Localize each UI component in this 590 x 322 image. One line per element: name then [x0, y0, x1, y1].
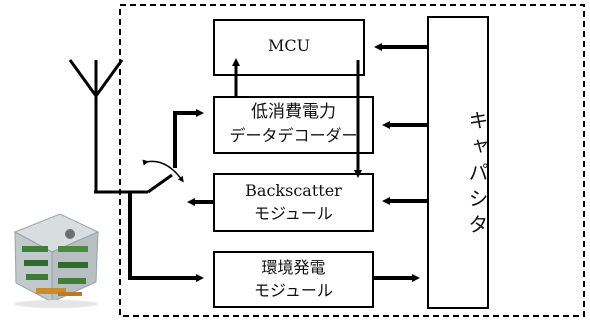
decoder-block — [213, 96, 374, 154]
sensor-cube-photo — [13, 213, 100, 308]
mcu-label: MCU — [267, 36, 311, 55]
switch-to-decoder-path — [173, 109, 204, 168]
capacitor-label: キャパシタ — [465, 110, 489, 240]
capacitor-block — [427, 16, 489, 309]
rf-switch-icon — [142, 159, 184, 194]
backscatter-label-line2: モジュール — [254, 204, 333, 223]
harvester-label-line2: モジュール — [254, 281, 333, 300]
antenna-icon — [68, 59, 124, 192]
decoder-label-line1: 低消費電力 — [251, 102, 336, 122]
antenna-to-harvester-path — [128, 192, 204, 282]
system-boundary — [119, 4, 585, 317]
decoder-label-line2: データデコーダー — [229, 126, 358, 145]
harvester-block — [213, 251, 374, 308]
harvester-label-line1: 環境発電 — [261, 258, 326, 277]
backscatter-label-line1: Backscatter — [245, 181, 342, 200]
